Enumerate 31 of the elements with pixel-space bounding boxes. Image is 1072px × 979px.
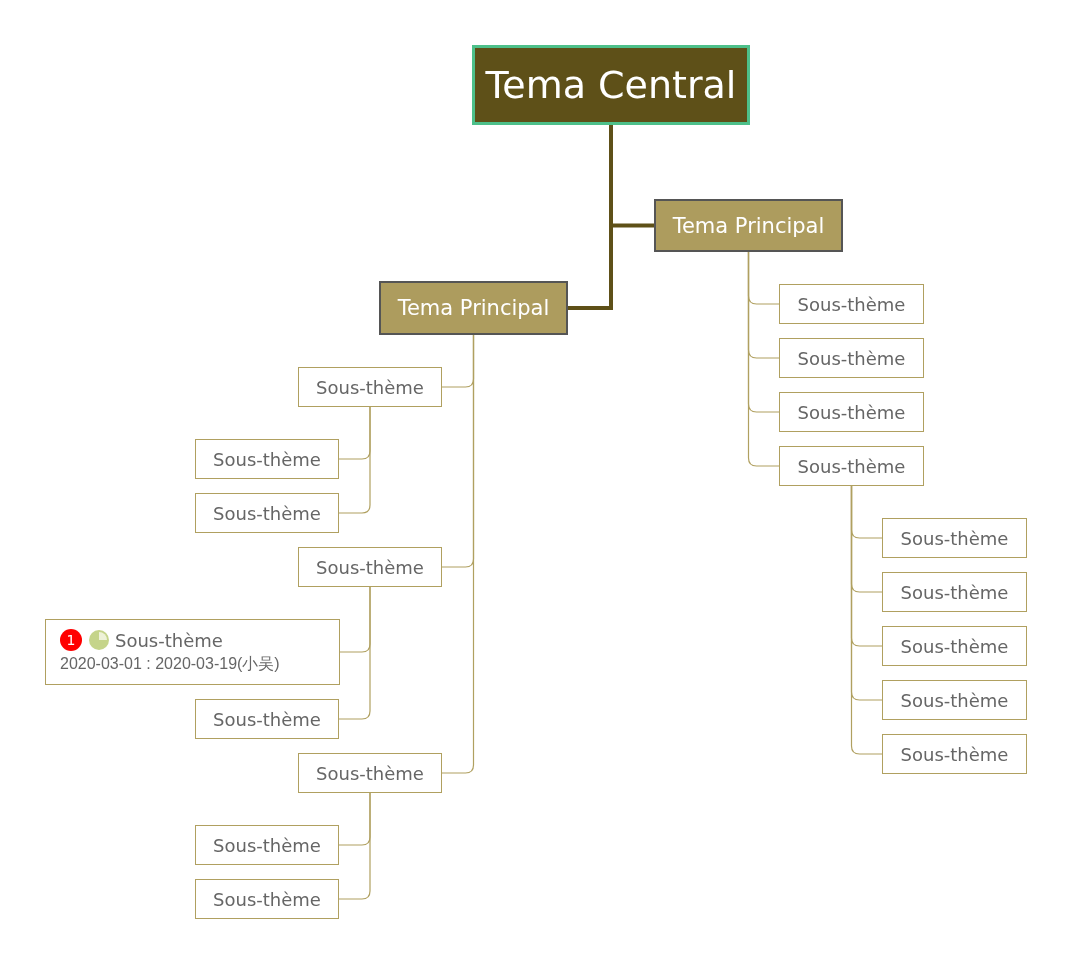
subtopic-box: Sous-thème [779,284,924,324]
main-topic-box: Tema Principal [379,281,568,335]
connector [338,586,371,720]
subtopic-box: Sous-thème [779,446,924,486]
subtopic-box: Sous-thème [882,734,1027,774]
connector [747,251,780,467]
subtopic-box: Sous-thème [195,699,339,739]
subtopic-box: Sous-thème [195,493,339,533]
subtopic-box: Sous-thème [882,626,1027,666]
main-topic-box: Tema Principal [654,199,843,252]
date-range: 2020-03-01 : 2020-03-19(小吴) [60,654,280,674]
subtopic-box: Sous-thème [882,518,1027,558]
subtopic-box: Sous-thème [882,680,1027,720]
subtopic-box: Sous-thème [882,572,1027,612]
subtopic-box: Sous-thème [298,367,442,407]
subtopic-box: Sous-thème [195,879,339,919]
subtopic-box: Sous-thème [779,392,924,432]
subtopic-box: Sous-thème [195,439,339,479]
subtopic-box: Sous-thème [779,338,924,378]
connector [338,406,371,514]
subtopic-box [45,619,340,685]
subtopic-box: Sous-thème [298,547,442,587]
subtopic-title: Sous-thème [115,629,223,651]
connector [338,792,371,900]
subtopic-box: Sous-thème [195,825,339,865]
connector [568,125,613,310]
priority-badge: 1 [60,629,82,651]
connector [850,485,883,755]
connector [441,334,475,774]
subtopic-box: Sous-thème [298,753,442,793]
central-topic-box: Tema Central [472,45,750,125]
